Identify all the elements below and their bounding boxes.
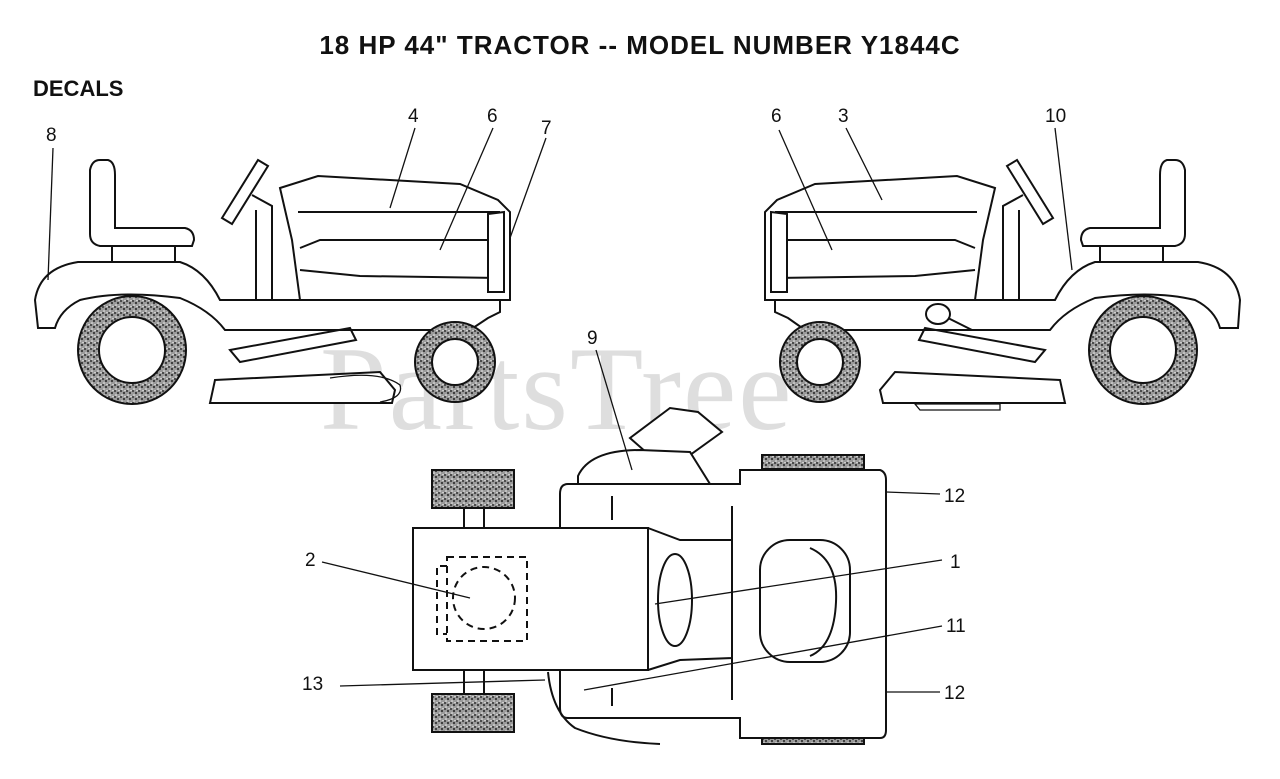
right-hood xyxy=(764,174,997,301)
callout-labels: 8 4 6 7 6 3 10 9 12 2 1 11 13 12 xyxy=(46,106,1066,704)
right-mower-deck xyxy=(878,370,1067,404)
left-side-view xyxy=(33,158,511,405)
top-rear-left-tire xyxy=(761,454,865,470)
top-dash xyxy=(577,448,712,485)
callout-10: 10 xyxy=(1045,106,1066,127)
callout-13: 13 xyxy=(302,674,323,695)
page-title: 18 HP 44" TRACTOR -- MODEL NUMBER Y1844C xyxy=(319,30,961,60)
top-front-right-tire xyxy=(431,693,515,733)
right-side-view xyxy=(764,158,1242,411)
callout-12-top: 12 xyxy=(944,486,965,507)
right-rear-fender xyxy=(774,261,1242,331)
callout-3: 3 xyxy=(838,106,849,127)
top-hood xyxy=(412,527,649,671)
right-seat xyxy=(1079,159,1186,247)
top-view xyxy=(412,406,887,745)
callout-9: 9 xyxy=(587,328,598,349)
left-mower-deck xyxy=(208,370,397,404)
callout-4: 4 xyxy=(408,106,419,127)
left-seat xyxy=(89,159,196,247)
top-front-left-tire xyxy=(431,469,515,509)
callout-1: 1 xyxy=(950,552,961,573)
top-seat xyxy=(759,539,851,663)
leader-lines xyxy=(47,127,1073,693)
callout-12-bottom: 12 xyxy=(944,683,965,704)
callout-11: 11 xyxy=(946,616,966,637)
callout-7: 7 xyxy=(541,118,552,139)
section-label: DECALS xyxy=(33,76,124,101)
callout-8: 8 xyxy=(46,125,57,146)
left-hood xyxy=(278,174,511,301)
callout-2: 2 xyxy=(305,550,316,571)
callout-6-left: 6 xyxy=(487,106,498,127)
left-rear-fender xyxy=(33,261,501,331)
callout-6-right: 6 xyxy=(771,106,782,127)
